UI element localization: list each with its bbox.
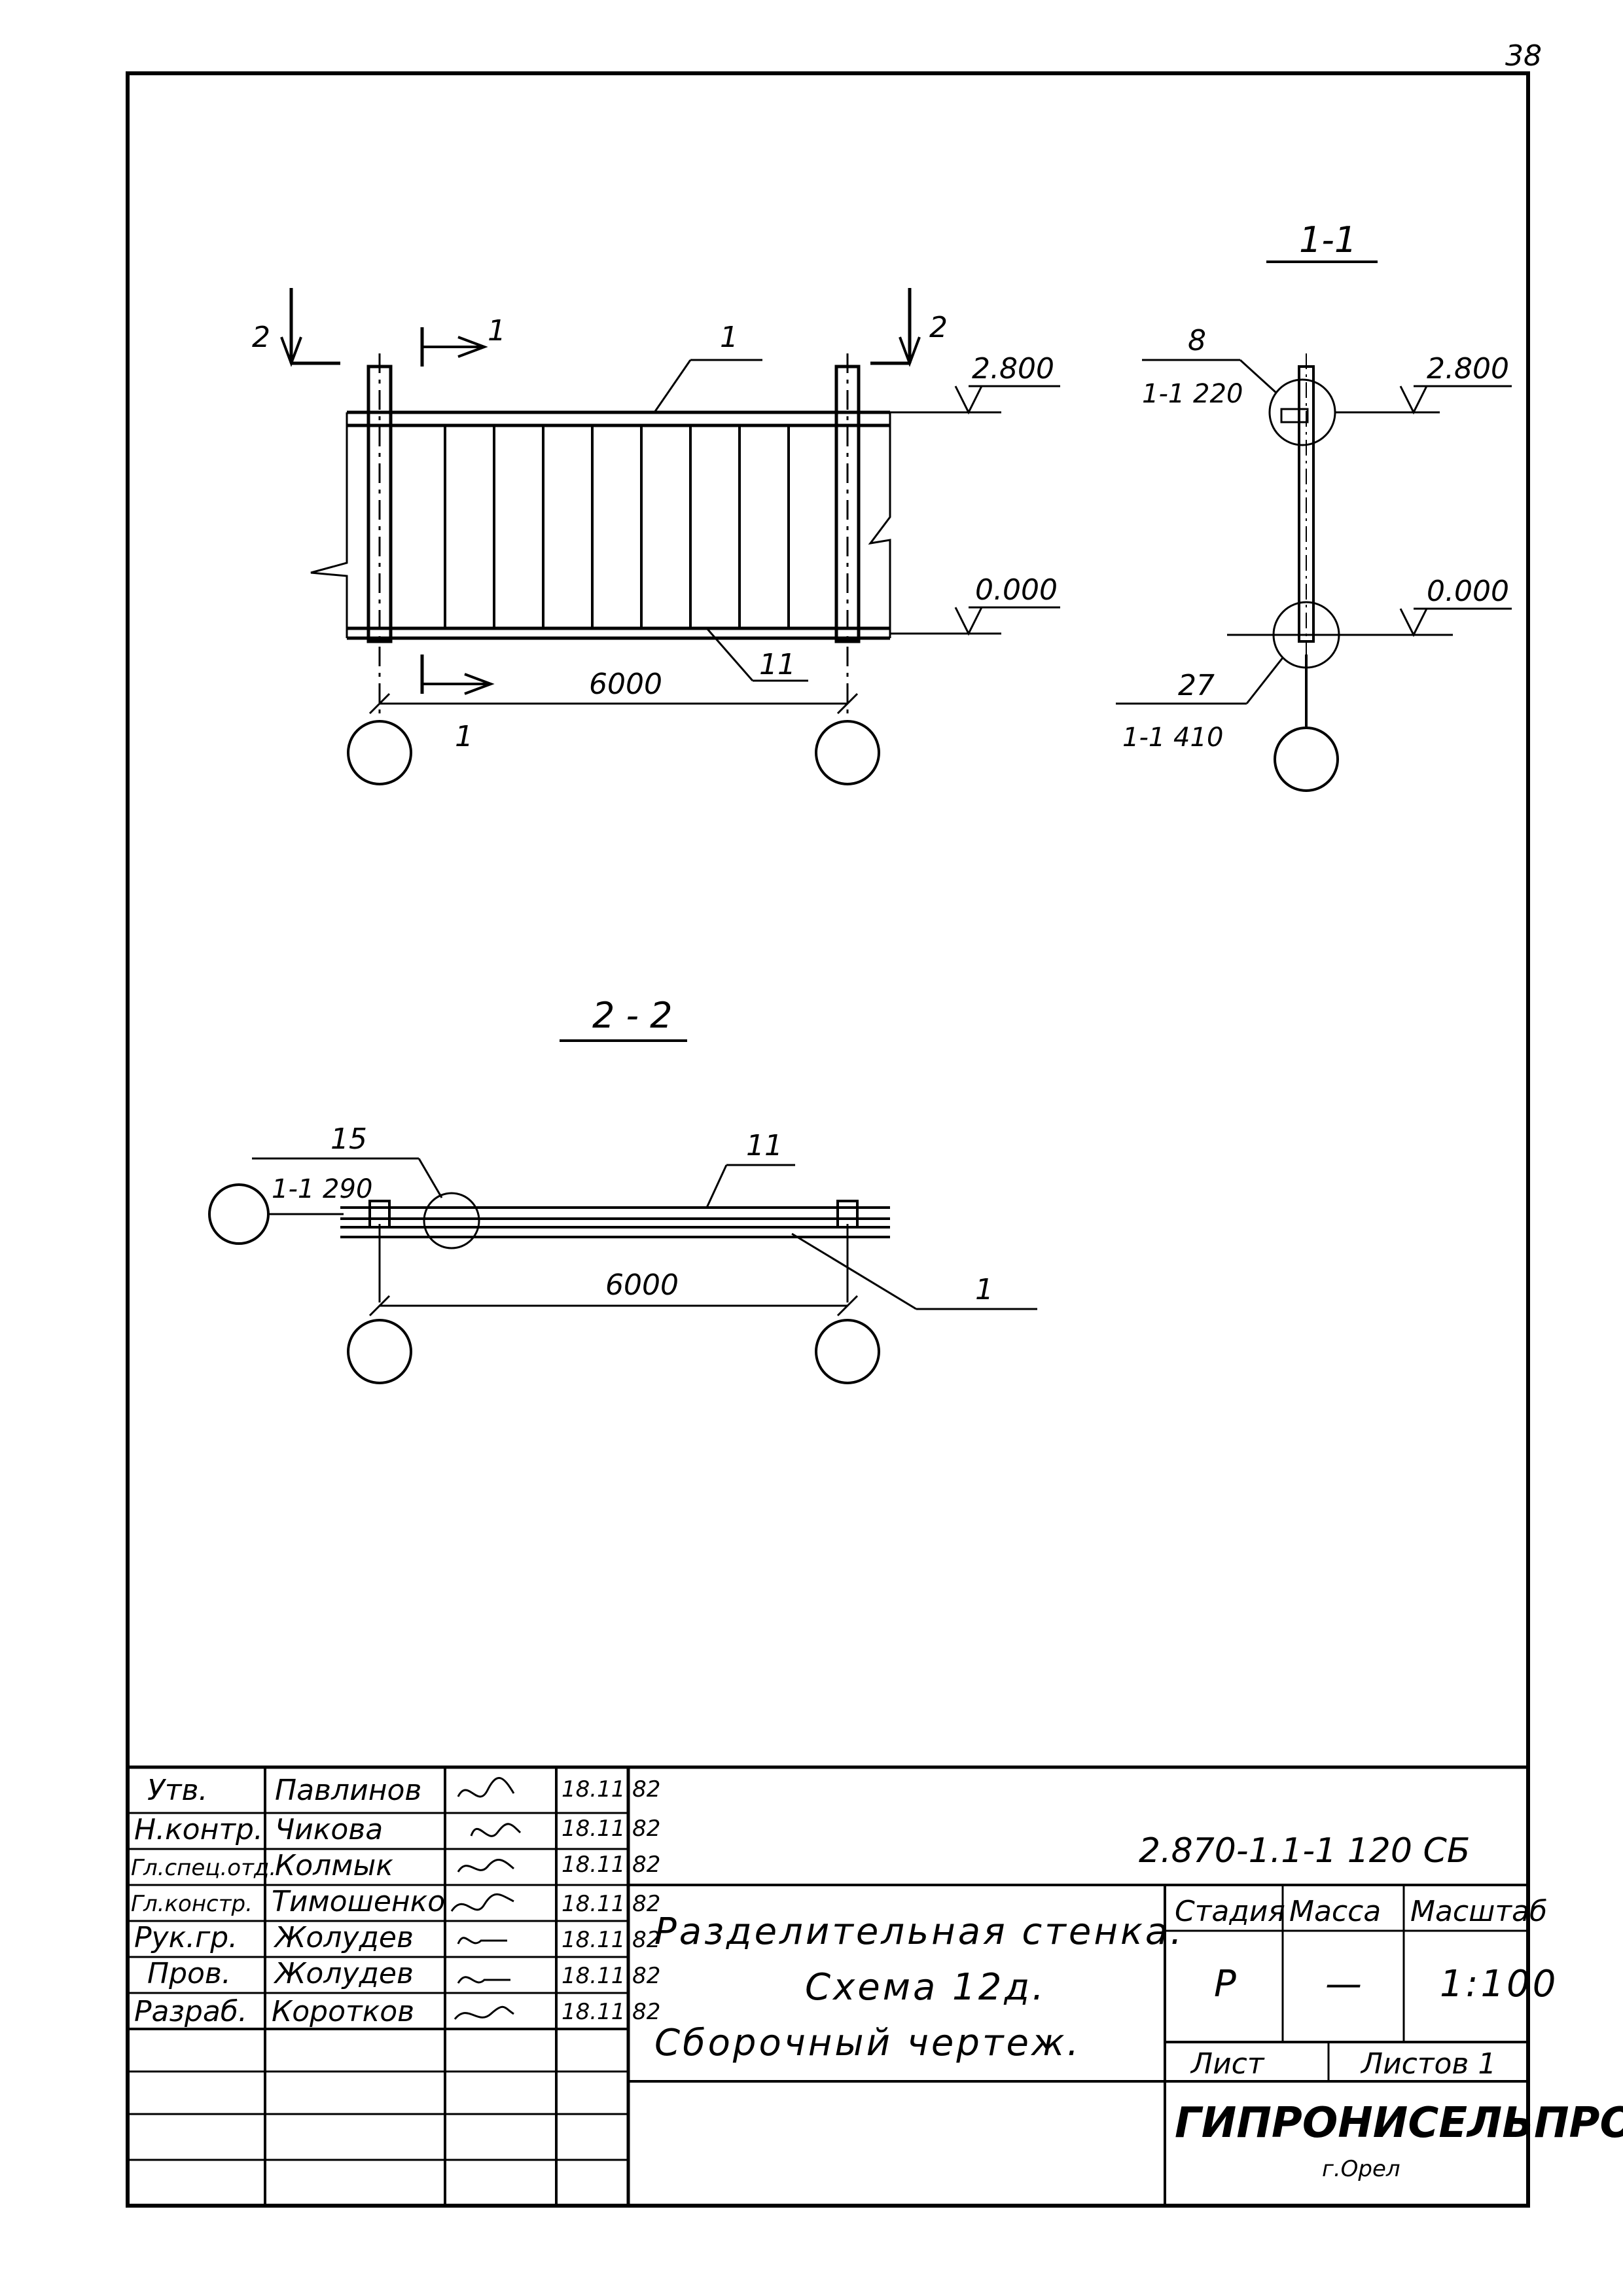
signature-mark [457, 1976, 510, 1984]
section-1-1-title: 1-1 [1299, 219, 1357, 260]
node-27-ref: 1-1 410 [1122, 723, 1223, 753]
sheet-number: 38 [1505, 39, 1542, 73]
signature-role: Н.контр. [134, 1813, 263, 1846]
scale-value: 1:100 [1440, 1963, 1558, 2005]
axis-bubble-2-2-left [347, 1319, 412, 1384]
section-1-1-view: 1-1 2.800 0.000 8 1-1 220 27 1-1 410 [1116, 219, 1512, 792]
stage-value: Р [1214, 1963, 1239, 2005]
dimension-main: 6000 [589, 668, 662, 701]
signature-role: Пров. [147, 1957, 231, 1990]
signature-name: Колмык [275, 1849, 393, 1882]
node-15-circle [423, 1192, 480, 1249]
node-8-number: 8 [1188, 324, 1206, 357]
signature-date: 18.11.82 [562, 1999, 660, 2025]
dimension-2-2: 6000 [605, 1268, 679, 1302]
sheets-label: Листов 1 [1360, 2047, 1496, 2081]
signature-name: Чикова [275, 1813, 383, 1846]
signature-role: Гл.спец.отд. [131, 1855, 276, 1881]
position-11-2-2: 11 [746, 1129, 783, 1162]
node-15-number: 15 [330, 1122, 367, 1156]
node-8-circle [1268, 378, 1336, 446]
document-code: 2.870-1.1-1 120 СБ [1139, 1831, 1470, 1871]
signature-role: Утв. [147, 1774, 207, 1807]
signature-date: 18.11.82 [562, 1891, 660, 1917]
organization-city: г.Орел [1322, 2156, 1400, 2182]
node-27-number: 27 [1178, 669, 1215, 702]
level-bottom-1-1: 0.000 [1427, 575, 1509, 608]
title-block: Утв. Павлинов 18.11.82 Н.контр. Чикова 1… [128, 1765, 1623, 2206]
section-2-2-view: 2 - 2 15 1-1 290 11 1 6000 [208, 995, 1037, 1384]
position-1-2-2: 1 [975, 1273, 993, 1306]
section-2-2-title: 2 - 2 [592, 995, 673, 1036]
node-15-ref: 1-1 290 [272, 1174, 372, 1204]
axis-bubble-right [815, 720, 880, 785]
position-11-main: 11 [759, 648, 796, 681]
signature-role: Гл.констр. [131, 1891, 253, 1917]
signature-mark [454, 2005, 514, 2020]
organization-name: ГИПРОНИСЕЛЬПРОМ [1175, 2099, 1623, 2147]
drawing-frame [126, 71, 1530, 2208]
signature-mark [457, 1777, 515, 1798]
signature-row: Гл.спец.отд. Колмык 18.11.82 [131, 1849, 660, 1882]
position-1-main: 1 [720, 321, 738, 354]
cut-mark-2-left: 2 [252, 321, 270, 354]
signature-mark [450, 1893, 514, 1912]
sheet-label: Лист [1190, 2047, 1265, 2081]
signature-role: Рук.гр. [134, 1921, 238, 1954]
scale-header: Масштаб [1410, 1895, 1547, 1928]
signature-row: Пров. Жолудев 18.11.82 [147, 1957, 660, 1990]
mass-value: — [1325, 1963, 1364, 2005]
signature-row: Н.контр. Чикова 18.11.82 [134, 1813, 660, 1846]
node-8-ref: 1-1 220 [1142, 379, 1243, 409]
stage-header: Стадия [1175, 1895, 1285, 1928]
axis-bubble-2-2-left-row [208, 1183, 270, 1245]
signature-name: Тимошенко [272, 1885, 445, 1918]
cut-mark-2-right: 2 [929, 311, 948, 344]
signature-row: Разраб. Коротков 18.11.82 [134, 1995, 660, 2028]
signature-row: Рук.гр. Жолудев 18.11.82 [134, 1921, 660, 1954]
signature-mark [457, 1937, 507, 1945]
axis-bubble-2-2-right [815, 1319, 880, 1384]
signature-role: Разраб. [134, 1995, 247, 2028]
drawing-title-line1: Разделительная стенка. [654, 1910, 1185, 1953]
level-top-1-1: 2.800 [1427, 352, 1509, 386]
axis-bubble-1-1 [1274, 726, 1339, 792]
signature-row: Гл.констр. Тимошенко 18.11.82 [131, 1885, 660, 1918]
signature-date: 18.11.82 [562, 1816, 660, 1842]
main-elevation-view: 2.800 0.000 2 2 1 1 11 6000 [252, 288, 1060, 785]
signature-name: Жолудев [273, 1921, 414, 1954]
signature-name: Жолудев [273, 1957, 414, 1990]
level-bottom-main: 0.000 [975, 573, 1058, 607]
axis-bubble-left [347, 720, 412, 785]
signature-date: 18.11.82 [562, 1927, 660, 1953]
signature-date: 18.11.82 [562, 1963, 660, 1989]
level-top-main: 2.800 [972, 352, 1054, 386]
signature-name: Павлинов [275, 1774, 421, 1807]
signature-row: Утв. Павлинов 18.11.82 [147, 1774, 660, 1807]
drawing-title-line2: Схема 12д. [805, 1966, 1046, 2009]
signature-date: 18.11.82 [562, 1852, 660, 1878]
wall-panels [444, 425, 790, 628]
signature-date: 18.11.82 [562, 1776, 660, 1803]
cut-mark-1-top: 1 [488, 314, 506, 348]
mass-header: Масса [1289, 1895, 1381, 1928]
signature-name: Коротков [272, 1995, 414, 2028]
cut-mark-1-bottom: 1 [455, 720, 473, 753]
drawing-title-line3: Сборочный чертеж. [654, 2022, 1081, 2064]
signature-mark [470, 1823, 522, 1837]
signature-mark [457, 1859, 514, 1873]
